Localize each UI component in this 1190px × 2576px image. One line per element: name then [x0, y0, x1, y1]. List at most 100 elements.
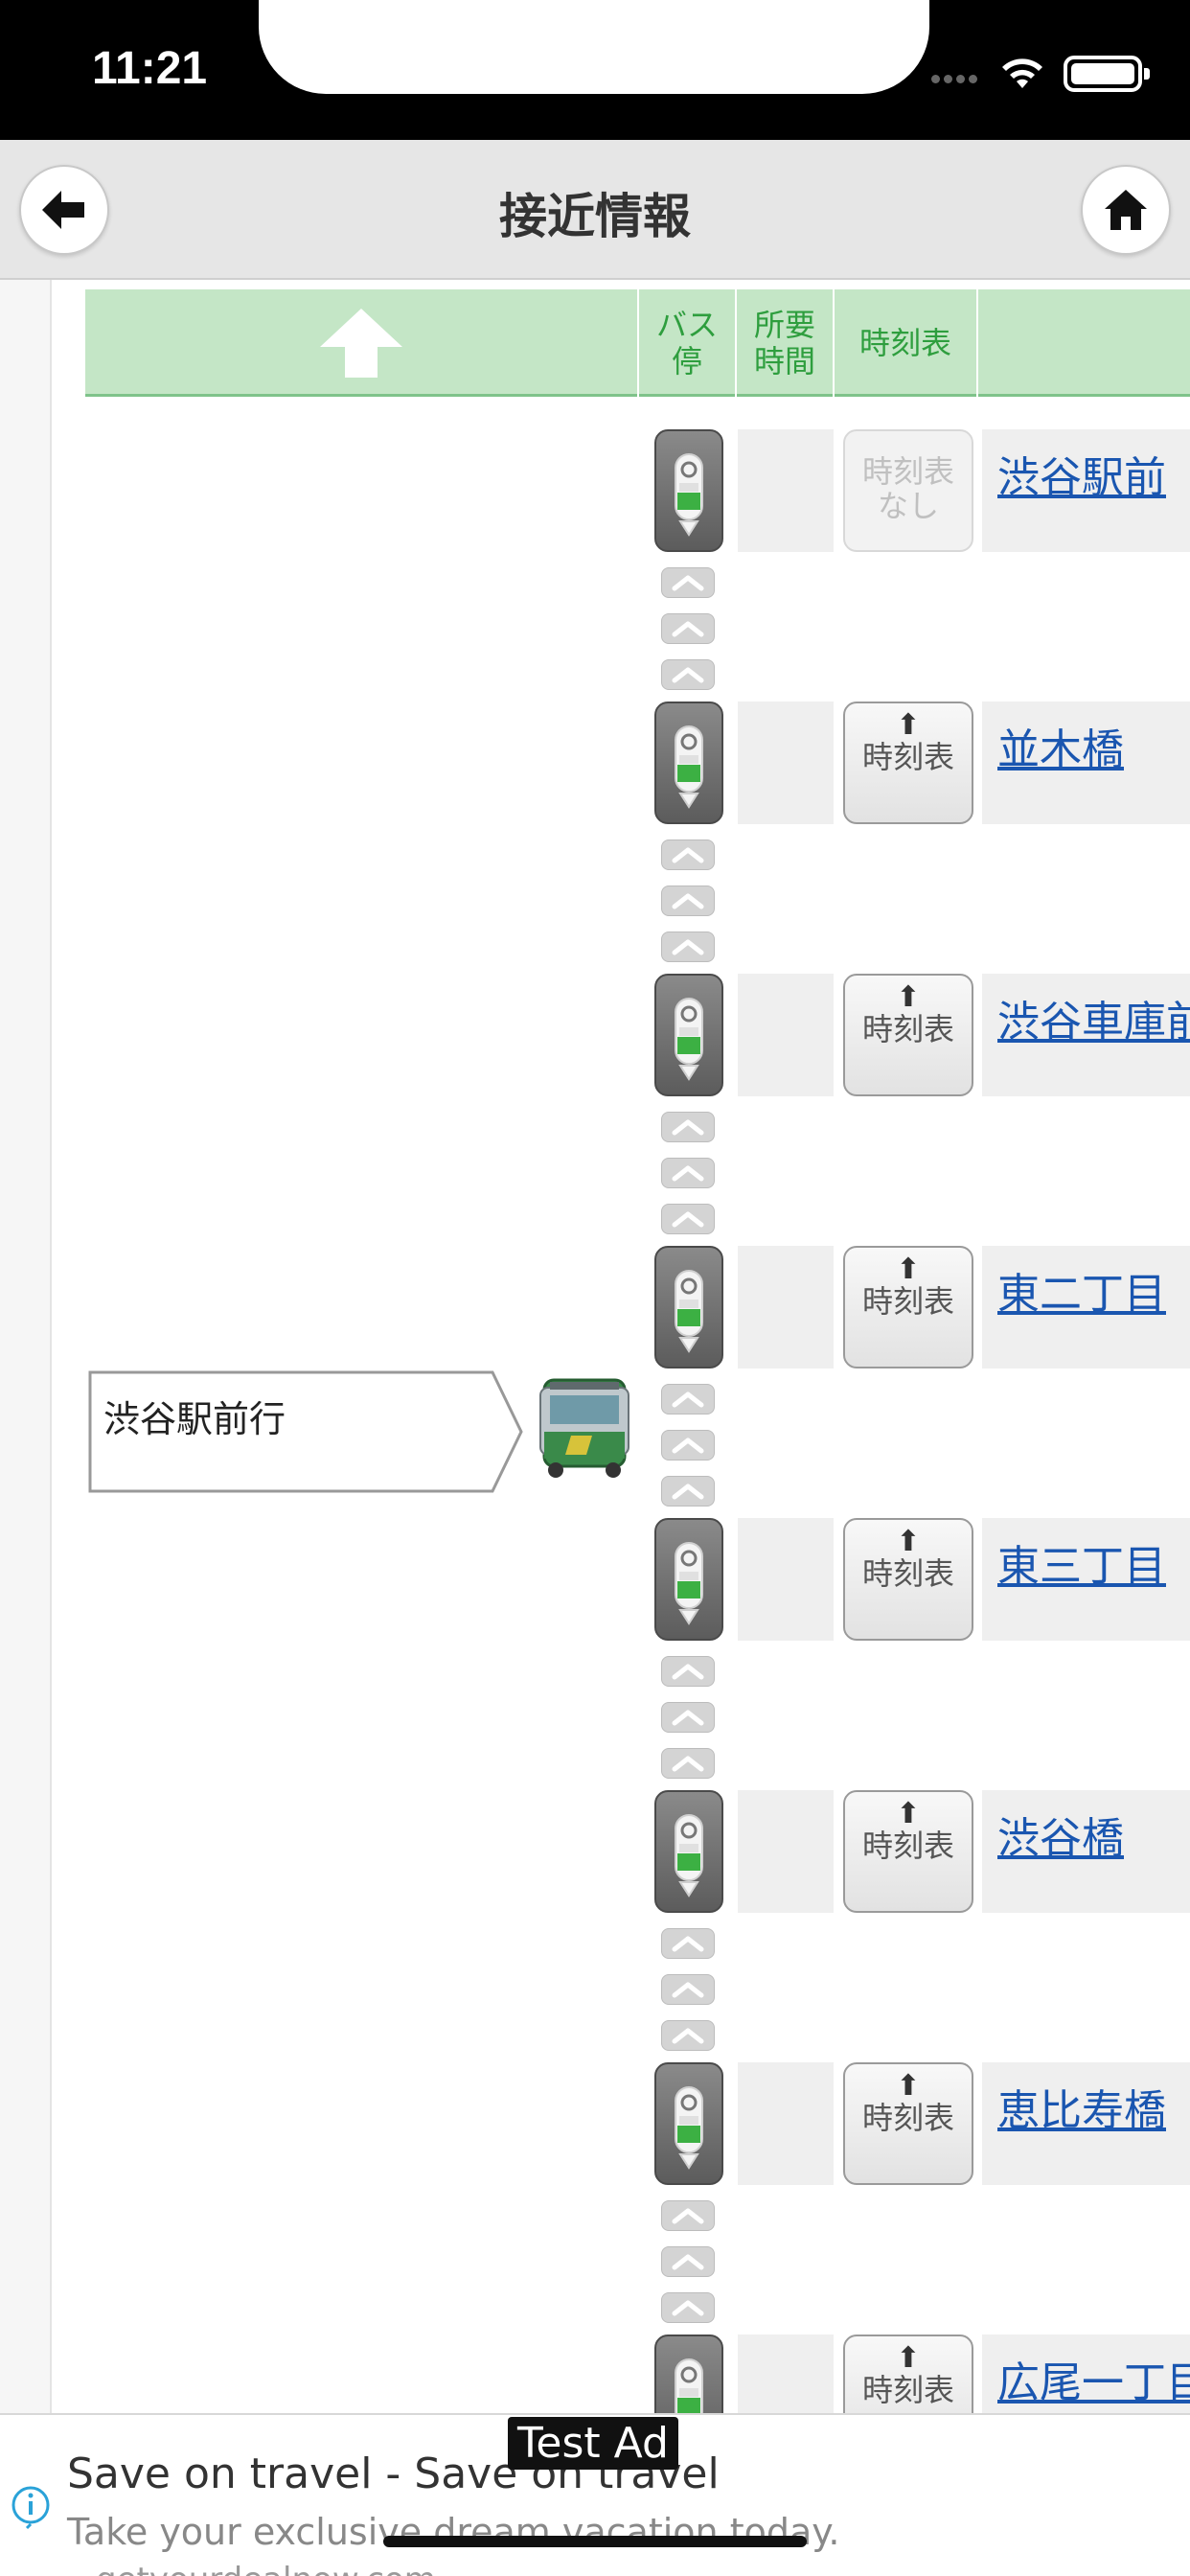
timetable-button[interactable]: ⬆時刻表	[843, 2062, 973, 2185]
timetable-button-label: 時刻表	[861, 1283, 954, 1320]
bus-stop-icon[interactable]	[654, 1518, 723, 1641]
stop-name-cell	[982, 2062, 1190, 2185]
bus-stop-icon[interactable]	[654, 1246, 723, 1368]
time-header-line1: 所要	[753, 307, 815, 343]
bus-stop-pin-icon	[673, 2350, 705, 2413]
travel-time-cell	[738, 974, 834, 1096]
stop-name-link[interactable]: 恵比寿橋	[997, 2086, 1166, 2135]
chevron-up-icon	[661, 1430, 715, 1460]
stop-name-cell	[982, 1790, 1190, 1913]
arrow-up-icon: ⬆	[896, 708, 921, 742]
arrow-up-icon: ⬆	[896, 980, 921, 1014]
travel-time-cell	[738, 429, 834, 552]
timetable-button-label: 時刻表	[861, 1555, 954, 1592]
home-indicator[interactable]	[383, 2536, 807, 2547]
table-header: バス停 所要時間 時刻表	[85, 289, 1190, 397]
travel-time-cell	[738, 1246, 834, 1368]
timetable-button[interactable]: ⬆時刻表	[843, 2334, 973, 2413]
timetable-button-label: 時刻表	[861, 2372, 954, 2408]
bus-stop-pin-icon	[673, 989, 705, 1081]
stop-name-cell	[982, 1246, 1190, 1368]
back-button[interactable]	[19, 165, 109, 255]
bus-stop-icon[interactable]	[654, 429, 723, 552]
nav-bar: 接近情報	[0, 140, 1190, 280]
timetable-button[interactable]: ⬆時刻表	[843, 1518, 973, 1641]
stop-row: ⬆時刻表恵比寿橋	[0, 2062, 1190, 2185]
timetable-header: 時刻表	[833, 289, 976, 397]
bus-stop-pin-icon	[673, 445, 705, 537]
stop-name-link[interactable]: 広尾一丁目	[997, 2358, 1190, 2407]
stop-name-cell	[982, 2334, 1190, 2413]
chevron-up-icon	[661, 1748, 715, 1779]
travel-time-cell	[738, 1790, 834, 1913]
home-icon	[1105, 190, 1147, 230]
stop-row: ⬆時刻表渋谷橋	[0, 1790, 1190, 1913]
chevron-up-icon	[661, 886, 715, 916]
bus-stop-icon[interactable]	[654, 974, 723, 1096]
bus-stop-pin-icon	[673, 2078, 705, 2170]
bus-stop-pin-icon	[673, 1261, 705, 1353]
timetable-button[interactable]: ⬆時刻表	[843, 1790, 973, 1913]
chevron-up-icon	[661, 659, 715, 690]
bus-stop-pin-icon	[673, 1533, 705, 1625]
timetable-button[interactable]: ⬆時刻表	[843, 974, 973, 1096]
stop-name-cell	[982, 974, 1190, 1096]
busstop-header: バス停	[637, 289, 735, 397]
timetable-button-label: 時刻表	[861, 1011, 954, 1047]
stop-row: ⬆時刻表東二丁目	[0, 1246, 1190, 1368]
timetable-button[interactable]: ⬆時刻表	[843, 1246, 973, 1368]
stop-row: ⬆時刻表渋谷車庫前	[0, 974, 1190, 1096]
status-bar: 11:21	[0, 0, 1190, 140]
stop-row: ⬆時刻表東三丁目	[0, 1518, 1190, 1641]
chevron-up-icon	[661, 1928, 715, 1959]
info-icon[interactable]	[10, 2484, 52, 2534]
left-gutter	[0, 280, 52, 2413]
chevron-up-icon	[661, 1158, 715, 1188]
destination-label	[88, 1370, 523, 1493]
test-ad-label: Test Ad	[508, 2417, 678, 2470]
chevron-up-icon	[661, 1476, 715, 1506]
stop-name-link[interactable]: 東三丁目	[997, 1542, 1166, 1591]
chevron-up-icon	[661, 1974, 715, 2005]
bus-stop-pin-icon	[673, 717, 705, 809]
arrow-up-icon: ⬆	[896, 1797, 921, 1830]
stop-name-link[interactable]: 並木橋	[997, 725, 1124, 774]
stop-name-cell	[982, 702, 1190, 824]
chevron-up-icon	[661, 2200, 715, 2231]
stop-name-link[interactable]: 渋谷駅前	[997, 453, 1166, 502]
destination-text: 渋谷駅前行	[103, 1398, 286, 1440]
chevron-up-icon	[661, 840, 715, 870]
cellular-signal-icon	[931, 69, 985, 83]
bus-stop-icon[interactable]	[654, 2334, 723, 2413]
timetable-button-label: 時刻表	[861, 739, 954, 775]
timetable-button-label: 時刻表	[861, 2100, 954, 2136]
stop-name-link[interactable]: 渋谷橋	[997, 1814, 1124, 1863]
bus-icon[interactable]	[537, 1378, 632, 1480]
bus-stop-icon[interactable]	[654, 1790, 723, 1913]
stop-name-link[interactable]: 渋谷車庫前	[997, 998, 1190, 1046]
chevron-up-icon	[661, 1702, 715, 1733]
ad-url: getyourdealnow.com	[96, 2561, 436, 2576]
timetable-none-label: 時刻表なし	[861, 453, 954, 524]
travel-time-cell	[738, 1518, 834, 1641]
chevron-up-icon	[661, 567, 715, 598]
bus-stop-icon[interactable]	[654, 702, 723, 824]
page-title: 接近情報	[499, 189, 691, 244]
travel-time-cell	[738, 2334, 834, 2413]
timetable-button[interactable]: ⬆時刻表	[843, 702, 973, 824]
chevron-up-icon	[661, 1112, 715, 1142]
stop-row: ⬆時刻表広尾一丁目	[0, 2334, 1190, 2413]
travel-time-cell	[738, 702, 834, 824]
stop-name-link[interactable]: 東二丁目	[997, 1270, 1166, 1319]
bus-stop-icon[interactable]	[654, 2062, 723, 2185]
home-button[interactable]	[1081, 165, 1171, 255]
chevron-up-icon	[661, 1656, 715, 1687]
chevron-up-icon	[661, 2292, 715, 2323]
busstop-header-line1: バス	[655, 307, 718, 343]
direction-header[interactable]	[85, 289, 637, 397]
chevron-up-icon	[661, 613, 715, 644]
stop-name-cell	[982, 429, 1190, 552]
timetable-button-label: 時刻表	[861, 1828, 954, 1864]
arrow-up-icon: ⬆	[896, 2341, 921, 2375]
